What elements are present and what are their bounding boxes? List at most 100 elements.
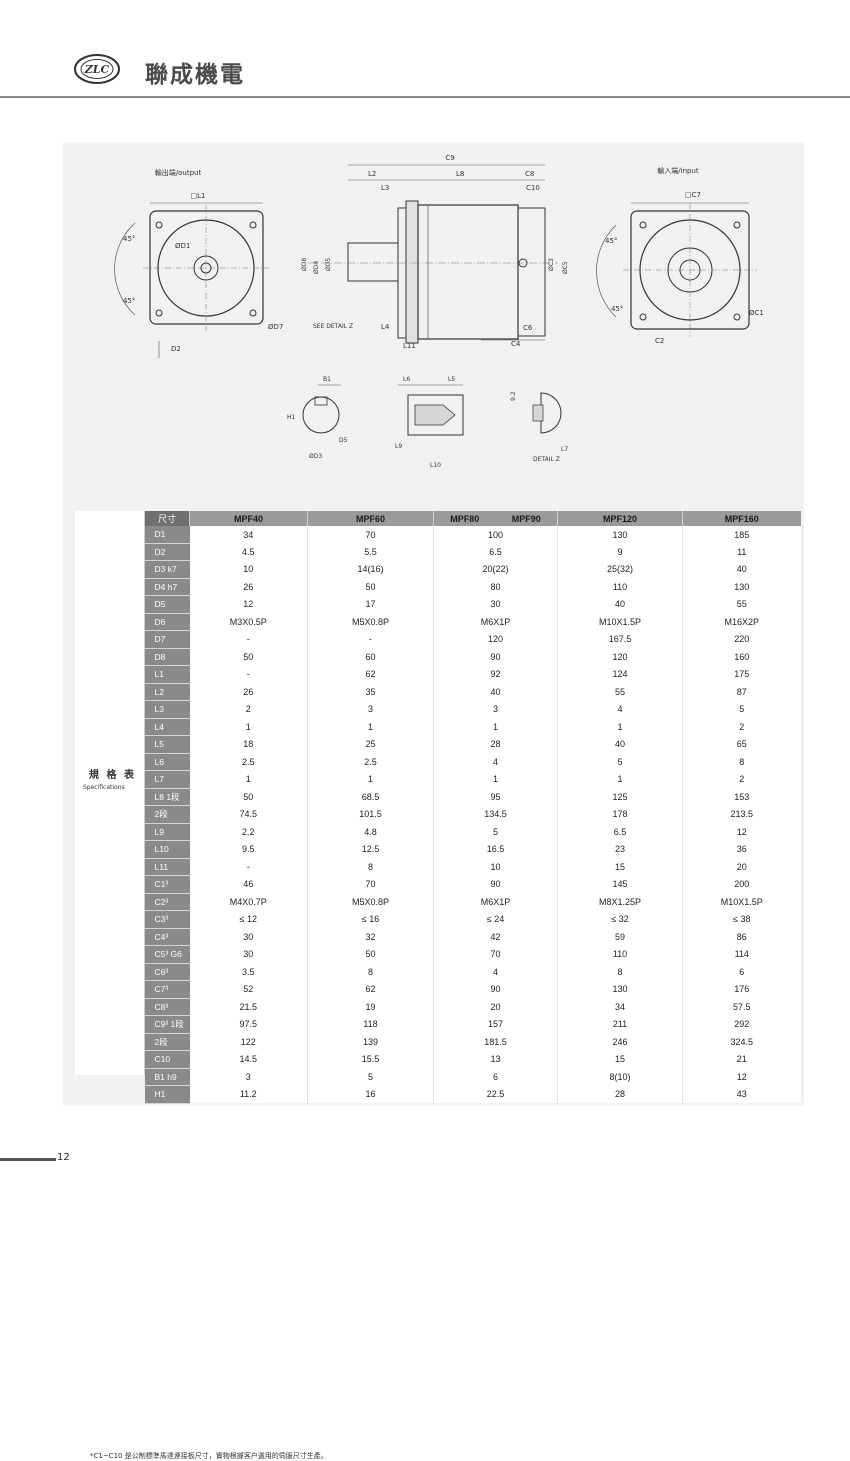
row-label: D6 [144,613,190,631]
table-cell: 1 [189,718,308,736]
table-cell: 40 [557,595,683,613]
input-view-title: 輸入端/input [657,166,699,175]
table-cell: 87 [682,683,801,701]
table-cell: 86 [682,928,801,946]
table-cell: 5.5 [307,543,434,561]
table-cell: 90 [433,875,558,893]
table-cell: 292 [682,1015,801,1033]
table-cell: 178 [557,805,683,823]
table-cell: 124 [557,665,683,683]
table-cell: 15 [557,858,683,876]
table-cell: 139 [307,1033,434,1051]
table-cell: 324.5 [682,1033,801,1051]
table-cell: 46 [189,875,308,893]
table-cell: 145 [557,875,683,893]
table-cell: 122 [189,1033,308,1051]
table-cell: ≤ 32 [557,910,683,928]
table-cell: M8X1.25P [557,893,683,911]
see-detail-label: SEE DETAIL Z [313,323,353,330]
table-cell: 160 [682,648,801,666]
row-label: C4³ [144,928,190,946]
table-cell: 6 [682,963,801,981]
row-label: D7 [144,630,190,649]
table-cell: 12 [682,823,801,841]
table-cell: 50 [307,945,434,963]
footer-rule [0,1158,56,1161]
table-cell: 6 [433,1068,558,1086]
dim-d5-detail: D5 [339,437,348,444]
dim-l11: L11 [403,342,416,350]
table-cell: 19 [307,998,434,1016]
table-cell: 36 [682,840,801,858]
table-cell: - [189,858,308,876]
content-panel: 輸出端/output □L1 45° 45° ØD1 ØD7 D2 C9 L2 [63,143,804,1460]
row-label: C5³ G6 [144,945,190,964]
table-cell: 12 [682,1068,801,1086]
angle-45-d: 45° [611,305,623,313]
row-label: L2 [144,683,190,701]
row-label: L9 [144,823,190,841]
table-cell: 16.5 [433,840,558,858]
table-cell: 20 [682,858,801,876]
header-dimension: 尺寸 [144,511,190,526]
table-cell: 185 [682,526,801,543]
table-cell: 55 [682,595,801,613]
footnote: *C1~C10 是公制標準馬達連接板尺寸，實物根據客户選用的伺服尺寸生產。 [90,1452,328,1460]
table-cell: 130 [557,980,683,998]
dim-d8: ØD8 [301,258,308,271]
table-cell: 8 [307,858,434,876]
table-cell: 110 [557,945,683,963]
table-cell: 60 [307,648,434,666]
table-cell: 34 [557,998,683,1016]
company-logo-icon: ZLC [74,54,120,84]
table-cell: 35 [307,683,434,701]
table-cell: 246 [557,1033,683,1051]
dim-c5: ØC5 [562,261,569,274]
table-cell: 5 [433,823,558,841]
table-cell: 130 [557,526,683,543]
table-cell: ≤ 12 [189,910,308,928]
row-label: 2段 [144,1033,190,1051]
table-cell: 130 [682,578,801,596]
table-cell: 30 [189,945,308,963]
table-cell: 134.5 [433,805,558,823]
table-cell: 28 [557,1085,683,1103]
angle-45-c: 45° [605,237,617,245]
table-cell: 8(10) [557,1068,683,1086]
row-label: L5 [144,735,190,754]
spec-title-en: Specifications [83,784,125,791]
table-cell: 12.5 [307,840,434,858]
dim-l6: L6 [403,376,410,383]
table-cell: 4.8 [307,823,434,841]
dim-l10: L10 [430,462,441,469]
table-cell: 3 [307,700,434,718]
table-cell: 70 [307,875,434,893]
row-label: H1 [144,1085,190,1104]
dim-c9: C9 [445,154,454,162]
row-label: D2 [144,543,190,561]
row-label: 2段 [144,805,190,824]
dim-9-2: 9.2 [510,391,517,401]
table-cell: - [189,630,308,648]
table-row: C3³≤ 12≤ 16≤ 24≤ 32≤ 38 [144,910,801,929]
dim-c7: □C7 [685,191,701,199]
table-cell: 2.5 [189,753,308,771]
table-cell: 57.5 [682,998,801,1016]
table-cell: 43 [682,1085,801,1103]
dim-h1: H1 [287,414,296,421]
table-cell: 211 [557,1015,683,1033]
table-cell: 2.2 [189,823,308,841]
brand-name: 聯成機電 [145,62,245,88]
specification-table-block: 規 格 表 Specifications 尺寸 MPF40 MPF60 MPF8… [75,511,801,1460]
